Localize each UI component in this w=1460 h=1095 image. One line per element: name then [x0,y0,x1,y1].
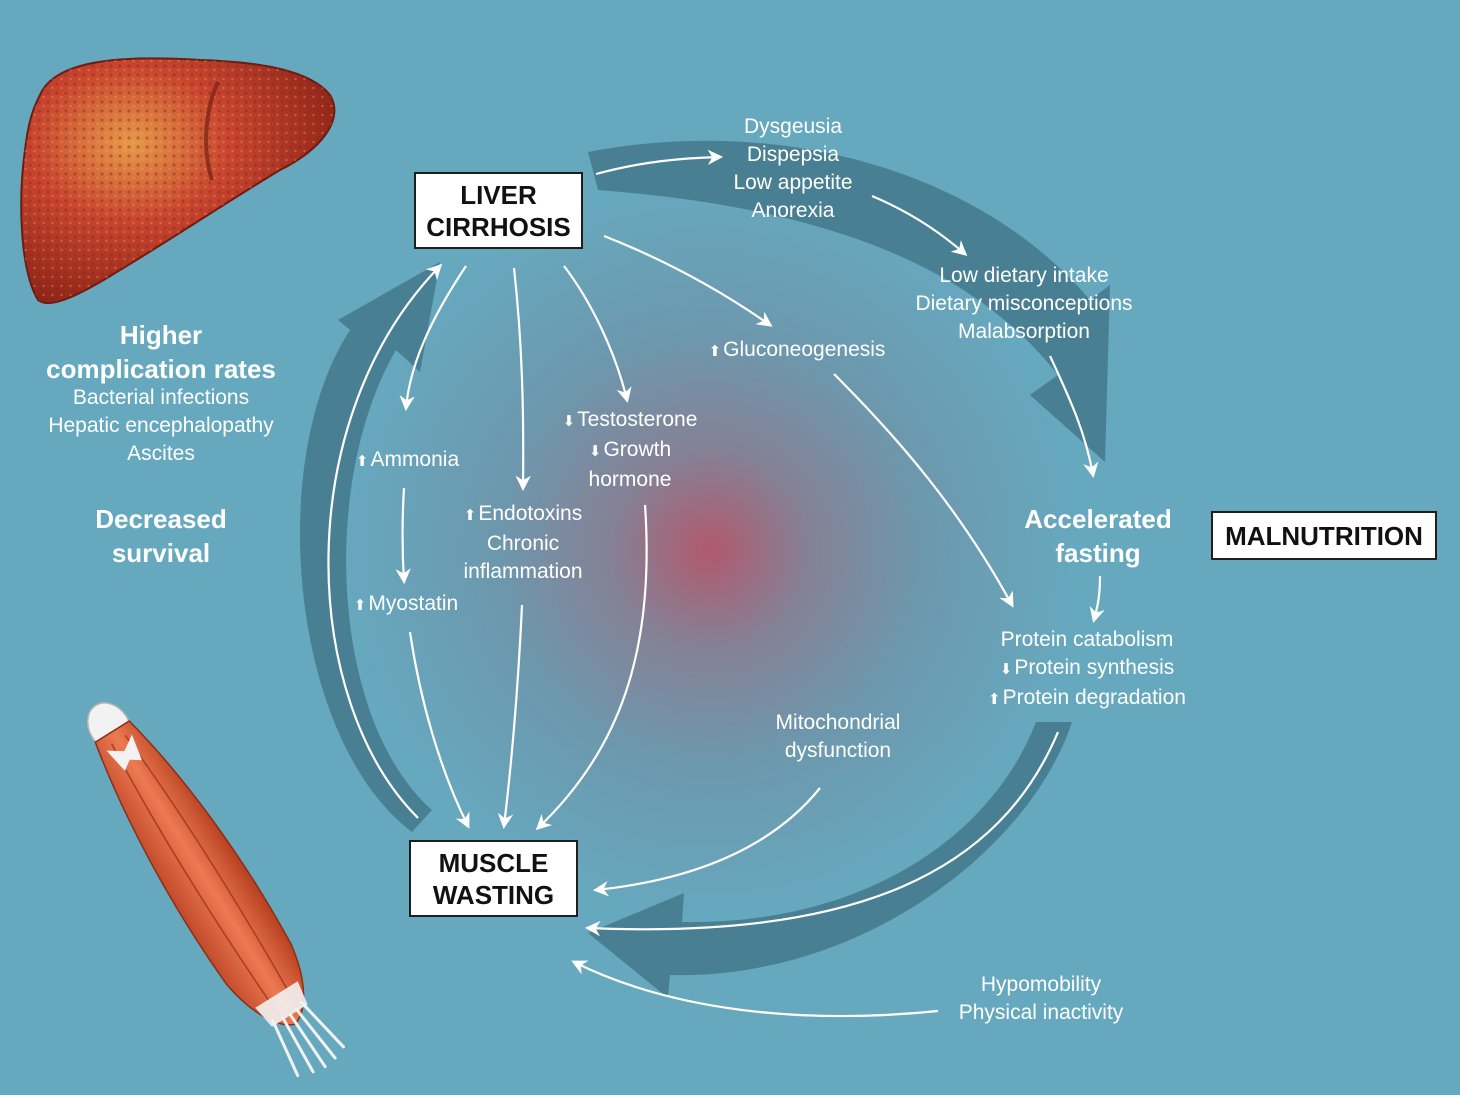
ammonia-text: Ammonia [370,448,459,471]
gluconeogenesis-text: Gluconeogenesis [723,338,885,361]
muscle-wasting-line-1: MUSCLE [439,847,549,879]
arrow-gluconeogenesis-protein [834,374,1012,605]
intake-item: Dietary misconceptions [884,290,1164,318]
arrow-cirrhosis-gluconeogenesis [604,236,770,325]
liver-illustration [21,58,334,303]
survival-label: Decreased survival [40,502,282,570]
growth-hormone-line-1: Growth [603,438,671,461]
arrow-hypomobility-muscle [574,962,938,1016]
myostatin-label: Myostatin [336,590,476,620]
protein-synthesis-text: Protein synthesis [1014,656,1174,679]
endotoxins-text: Endotoxins [478,502,582,525]
down-arrow-icon [563,408,578,431]
endotoxins-label: Endotoxins Chronic inflammation [438,500,608,586]
protein-degradation-text: Protein degradation [1003,686,1186,709]
down-arrow-icon [589,438,604,461]
complication-item: Ascites [20,440,302,468]
survival-line-1: Decreased [40,502,282,536]
complications-title: Higher complication rates [20,318,302,386]
myostatin-text: Myostatin [368,592,458,615]
arrow-inflammation-muscle [504,605,522,826]
cycle-arrow-left [300,262,440,832]
inflammation-line-1: Chronic [438,530,608,558]
up-arrow-icon [354,592,369,615]
liver-cirrhosis-box: LIVER CIRRHOSIS [414,172,583,249]
symptoms-label: Dysgeusia Dispepsia Low appetite Anorexi… [693,113,893,225]
symptom-item: Low appetite [693,169,893,197]
gluconeogenesis-label: Gluconeogenesis [692,336,902,366]
hypomobility-label: Hypomobility Physical inactivity [930,971,1152,1027]
up-arrow-icon [464,502,479,525]
survival-line-2: survival [40,536,282,570]
arrow-ammonia-myostatin [403,488,405,581]
up-arrow-icon [988,686,1003,709]
fasting-line-1: Accelerated [1003,502,1193,536]
arrow-cirrhosis-endotoxins [514,268,523,488]
up-arrow-icon [709,338,724,361]
testosterone-text: Testosterone [577,408,697,431]
hypomobility-line-2: Physical inactivity [930,999,1152,1027]
intake-item: Malabsorption [884,318,1164,346]
symptom-item: Anorexia [693,197,893,225]
protein-catabolism-text: Protein catabolism [962,626,1212,654]
arrow-fasting-protein [1094,576,1100,620]
mitochondrial-label: Mitochondrial dysfunction [748,709,928,765]
testosterone-label: Testosterone Growth hormone [545,406,715,494]
arrow-cirrhosis-testosterone [564,266,627,400]
liver-cirrhosis-line-2: CIRRHOSIS [426,211,570,243]
up-arrow-icon [356,448,371,471]
intake-label: Low dietary intake Dietary misconception… [884,262,1164,346]
muscle-illustration [63,684,358,1089]
malnutrition-box: MALNUTRITION [1211,511,1437,560]
complication-item: Hepatic encephalopathy [20,412,302,440]
growth-hormone-line-2: hormone [545,466,715,494]
down-arrow-icon [1000,656,1015,679]
protein-label: Protein catabolism Protein synthesis Pro… [962,626,1212,714]
intake-item: Low dietary intake [884,262,1164,290]
mitochondrial-line-2: dysfunction [748,737,928,765]
liver-cirrhosis-line-1: LIVER [460,179,537,211]
symptom-item: Dispepsia [693,141,893,169]
ammonia-label: Ammonia [340,446,475,476]
symptom-item: Dysgeusia [693,113,893,141]
complications-list: Bacterial infections Hepatic encephalopa… [20,384,302,468]
complication-item: Bacterial infections [20,384,302,412]
fasting-line-2: fasting [1003,536,1193,570]
mitochondrial-line-1: Mitochondrial [748,709,928,737]
hypomobility-line-1: Hypomobility [930,971,1152,999]
fasting-label: Accelerated fasting [1003,502,1193,570]
inflammation-line-2: inflammation [438,558,608,586]
muscle-wasting-line-2: WASTING [433,879,554,911]
complications-title-line-1: Higher [20,318,302,352]
complications-title-line-2: complication rates [20,352,302,386]
muscle-wasting-box: MUSCLE WASTING [409,840,578,917]
arrow-mitochondrial-muscle [596,788,820,890]
malnutrition-label: MALNUTRITION [1225,520,1423,552]
